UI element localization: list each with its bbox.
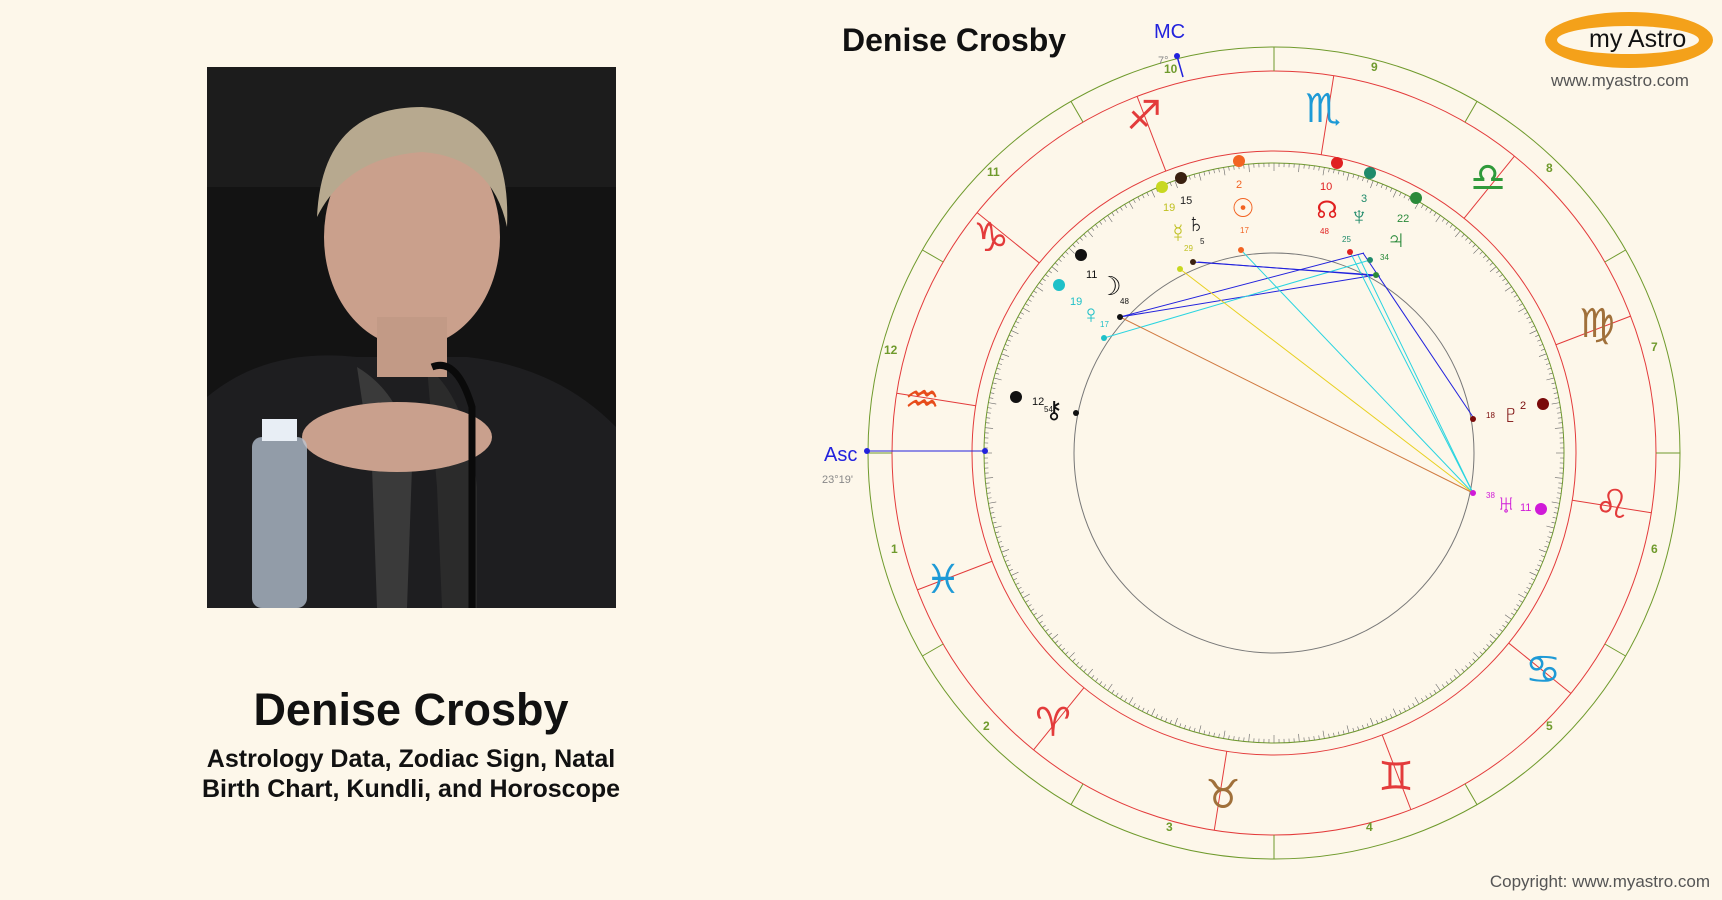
neptune-dot [1364,167,1376,179]
person-photo [207,67,616,608]
house-number-11: 11 [987,165,1000,179]
saturn-degree: 15 [1180,195,1192,207]
chiron-minute: 54 [1044,405,1053,414]
degree-ticks [984,163,1564,743]
leo-glyph: ♌ [1594,483,1630,527]
moon-degree: 11 [1086,269,1097,281]
node-degree: 10 [1320,181,1332,193]
house-number-4: 4 [1366,820,1373,834]
sign-dividers [896,75,1652,831]
sun-glyph: ☉ [1231,193,1254,223]
logo-text: my Astro [1589,25,1687,53]
saturn-minute: 5 [1200,237,1205,246]
chiron-glyph: ⚷ [1045,397,1063,424]
aquarius-glyph: ♒ [904,378,940,422]
pluto-degree: 2 [1520,400,1526,412]
uranus-glyph: ♅ [1496,489,1516,519]
page-subtitle: Astrology Data, Zodiac Sign, Natal Birth… [0,744,822,804]
copyright-text: Copyright: www.myastro.com [1489,872,1710,891]
chiron-degree: 12 [1032,396,1044,408]
uranus-minute: 38 [1486,491,1495,500]
aspect-lines [1103,249,1476,494]
jupiter-glyph: ♃ [1386,224,1406,254]
house-number-7: 7 [1651,340,1658,354]
mc-label: MC [1154,21,1185,43]
node-minute: 48 [1320,227,1329,236]
node-dot [1331,157,1343,169]
cancer-glyph: ♋ [1525,648,1561,692]
chiron-dot [1010,391,1022,403]
house-number-6: 6 [1651,542,1658,556]
mercury-degree: 19 [1163,202,1175,214]
aries-glyph: ♈ [1035,701,1071,745]
pluto-glyph: ♇ [1501,399,1521,429]
person-name: Denise Crosby [253,684,569,735]
venus-minute: 17 [1100,320,1109,329]
node-glyph: ☊ [1316,197,1337,224]
myastro-logo[interactable]: my Astro [1545,12,1713,68]
house-number-10: 10 [1164,62,1178,76]
house-number-8: 8 [1546,161,1553,175]
saturn-glyph: ♄ [1186,208,1206,238]
pluto-minute: 18 [1486,411,1495,420]
sun-dot [1233,155,1245,167]
asc-inner-dot [982,448,988,454]
taurus-glyph: ♉ [1205,773,1241,817]
libra-glyph: ♎ [1470,156,1506,200]
planet-markers: ☉ 2 17 ♄ 15 5 ☿ 19 29 ☊ 10 48 ♆ 3 25 ♃ 2… [1010,155,1549,519]
house-number-1: 1 [891,542,898,556]
capricorn-glyph: ♑ [973,216,1009,260]
subtitle-line-2: Birth Chart, Kundli, and Horoscope [201,775,621,803]
mc-line [1176,55,1184,78]
pluto-dot [1537,398,1549,410]
virgo-glyph: ♍ [1579,302,1615,346]
mercury-glyph: ☿ [1168,218,1188,248]
venus-degree: 19 [1070,296,1082,308]
neptune-glyph: ♆ [1349,201,1369,231]
uranus-dot [1535,503,1547,515]
sun-minute: 17 [1240,226,1249,235]
moon-dot [1075,249,1087,261]
house-number-9: 9 [1371,60,1378,74]
venus-glyph: ♀ [1081,299,1101,329]
asc-dot [864,448,870,454]
neptune-minute: 25 [1342,235,1351,244]
chart-title: Denise Crosby [842,22,1067,58]
asc-label: Asc [824,444,857,466]
neptune-degree: 3 [1361,193,1367,205]
house-number-3: 3 [1166,820,1173,834]
asc-degree: 23°19' [822,474,853,486]
saturn-dot [1175,172,1187,184]
moon-minute: 48 [1120,297,1129,306]
uranus-degree: 11 [1520,502,1531,514]
natal-chart-wheel: ♐ ♏ ♎ ♍ ♌ ♋ ♊ ♉ ♈ ♓ ♒ ♑ 1 2 3 4 5 6 7 8 … [822,21,1681,860]
mc-degree: 7° [1158,55,1169,67]
house-number-12: 12 [884,343,898,357]
jupiter-degree: 22 [1397,213,1409,225]
venus-dot [1053,279,1065,291]
house-number-5: 5 [1546,719,1553,733]
gemini-glyph: ♊ [1378,755,1414,799]
scorpio-glyph: ♏ [1305,87,1341,131]
house-number-2: 2 [983,719,990,733]
sagittarius-glyph: ♐ [1126,94,1162,138]
pisces-glyph: ♓ [925,558,961,602]
mc-dot [1174,53,1180,59]
site-url[interactable]: www.myastro.com [1551,71,1689,90]
sun-degree: 2 [1236,179,1242,191]
mercury-dot [1156,181,1168,193]
moon-glyph: ☽ [1098,271,1121,301]
jupiter-dot [1410,192,1422,204]
logo-inner-ellipse [1557,26,1699,54]
jupiter-minute: 34 [1380,253,1389,262]
subtitle-line-1: Astrology Data, Zodiac Sign, Natal [206,745,616,773]
mercury-minute: 29 [1184,244,1193,253]
house-cusp-lines [868,47,1680,859]
